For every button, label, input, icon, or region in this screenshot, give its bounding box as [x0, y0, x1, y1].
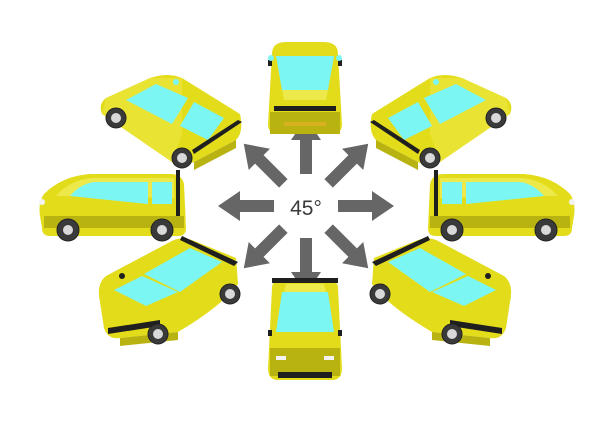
arrow-down-left — [243, 224, 288, 269]
car-front-view — [268, 42, 342, 134]
car-rear-right-view — [369, 236, 512, 346]
car-rear-left-view — [98, 236, 241, 346]
car-right-view — [428, 170, 575, 242]
arrow-up-left — [243, 143, 288, 188]
arrow-up-right — [324, 143, 369, 188]
angle-label: 45° — [290, 197, 322, 220]
car-rear-view — [268, 278, 342, 380]
car-left-view — [39, 170, 186, 242]
arrow-down-right — [324, 224, 369, 269]
arrow-left — [218, 191, 274, 221]
car-front-right-view — [370, 75, 512, 170]
arrow-right — [338, 191, 394, 221]
car-front-left-view — [100, 75, 242, 170]
